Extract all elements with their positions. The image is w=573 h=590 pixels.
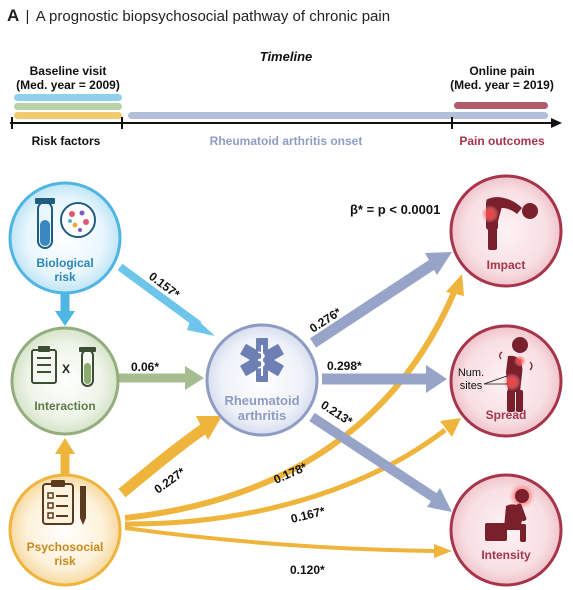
coef-psy-to-impact: 0.178* xyxy=(272,460,310,487)
timeline-heading: Timeline xyxy=(260,49,313,64)
psychosocial-risk-label-1: Psychosocial xyxy=(27,540,104,554)
panel-letter: A xyxy=(7,6,20,25)
timeline-arrowhead xyxy=(551,118,562,128)
bio-to-ra-arrowhead xyxy=(187,315,215,336)
online-title: Online pain xyxy=(469,64,534,78)
ra-label-2: arthritis xyxy=(238,408,286,423)
interaction-to-ra-arrowhead xyxy=(185,366,204,390)
path-arrows xyxy=(55,252,464,558)
num-sites-label-1: Num. xyxy=(458,367,484,379)
psychosocial-risk-node: Psychosocial risk xyxy=(8,473,122,587)
baseline-bar-yellow xyxy=(14,112,122,119)
ra-label-1: Rheumatoid xyxy=(224,393,299,408)
checklist-icon xyxy=(31,346,57,384)
ra-timeline-bar xyxy=(128,112,548,119)
figure-title: A | A prognostic biopsychosocial pathway… xyxy=(7,6,390,26)
ra-to-spread-arrowhead xyxy=(426,365,447,393)
impact-node: Impact xyxy=(449,174,563,288)
coef-psy-to-intensity: 0.120* xyxy=(290,563,325,577)
psy-to-impact-arrow xyxy=(124,288,458,521)
online-subtitle: (Med. year = 2019) xyxy=(450,78,554,92)
coef-interaction-to-ra: 0.06* xyxy=(131,360,159,374)
rheumatoid-arthritis-node: Rheumatoid arthritis xyxy=(205,323,319,437)
star-of-life-icon xyxy=(240,338,284,382)
baseline-title: Baseline visit xyxy=(30,64,107,78)
biological-risk-label-1: Biological xyxy=(36,256,93,270)
bio-to-ra-arrow xyxy=(117,263,202,329)
title-separator: | xyxy=(25,8,30,25)
baseline-subtitle: (Med. year = 2009) xyxy=(16,78,120,92)
psy-to-interaction-arrowhead xyxy=(55,438,75,454)
intensity-label: Intensity xyxy=(481,548,531,562)
interaction-symbol: X xyxy=(62,362,70,376)
ra-to-intensity-arrowhead xyxy=(427,488,452,512)
coef-ra-to-spread: 0.298* xyxy=(327,359,362,373)
interaction-label: Interaction xyxy=(34,399,95,413)
ra-to-impact-arrowhead xyxy=(425,252,452,275)
spread-node: Num. sites Spread xyxy=(449,324,563,438)
psychosocial-risk-label-2: risk xyxy=(54,554,76,568)
outcome-timeline-bar xyxy=(454,102,548,109)
test-tube-icon xyxy=(79,347,96,387)
title-text: A prognostic biopsychosocial pathway of … xyxy=(35,8,391,25)
coef-psy-to-spread: 0.167* xyxy=(289,504,326,526)
num-sites-label-2: sites xyxy=(460,380,483,392)
intensity-node: Intensity xyxy=(449,473,563,587)
bent-over-person-icon xyxy=(481,197,538,250)
risk-factors-label: Risk factors xyxy=(32,134,101,148)
biological-risk-node: Biological risk xyxy=(8,181,122,295)
ra-onset-label: Rheumatoid arthritis onset xyxy=(210,134,363,148)
test-tube-icon xyxy=(35,198,55,249)
psy-to-spread-arrow xyxy=(124,428,447,527)
person-with-back-pain-icon xyxy=(499,337,533,412)
biological-risk-label-2: risk xyxy=(54,270,76,284)
psy-to-ra-arrowhead xyxy=(196,416,222,440)
pain-outcomes-label: Pain outcomes xyxy=(459,134,545,148)
bio-to-interaction-arrowhead xyxy=(55,311,75,326)
psy-to-spread-arrowhead xyxy=(440,418,461,437)
timeline: Timeline Baseline visit (Med. year = 200… xyxy=(10,49,562,148)
psy-to-ra-arrow xyxy=(118,423,209,498)
psy-to-intensity-arrow xyxy=(124,526,436,553)
baseline-bar-blue xyxy=(14,94,122,101)
baseline-bar-green xyxy=(14,103,122,110)
num-sites-annotation: Num. sites xyxy=(458,367,508,392)
psy-to-impact-arrowhead xyxy=(446,274,464,296)
ra-to-impact-arrow xyxy=(309,259,437,348)
ra-to-intensity-arrow xyxy=(309,412,438,503)
pencil-icon xyxy=(80,486,86,525)
significance-note: β* = p < 0.0001 xyxy=(350,202,440,217)
seated-person-head-pain-icon xyxy=(485,483,535,542)
psy-to-intensity-arrowhead xyxy=(434,544,452,558)
impact-label: Impact xyxy=(487,258,526,272)
spread-label: Spread xyxy=(486,408,527,422)
interaction-node: X Interaction xyxy=(10,326,120,436)
blood-cells-icon xyxy=(60,202,96,238)
clipboard-icon xyxy=(42,480,74,525)
